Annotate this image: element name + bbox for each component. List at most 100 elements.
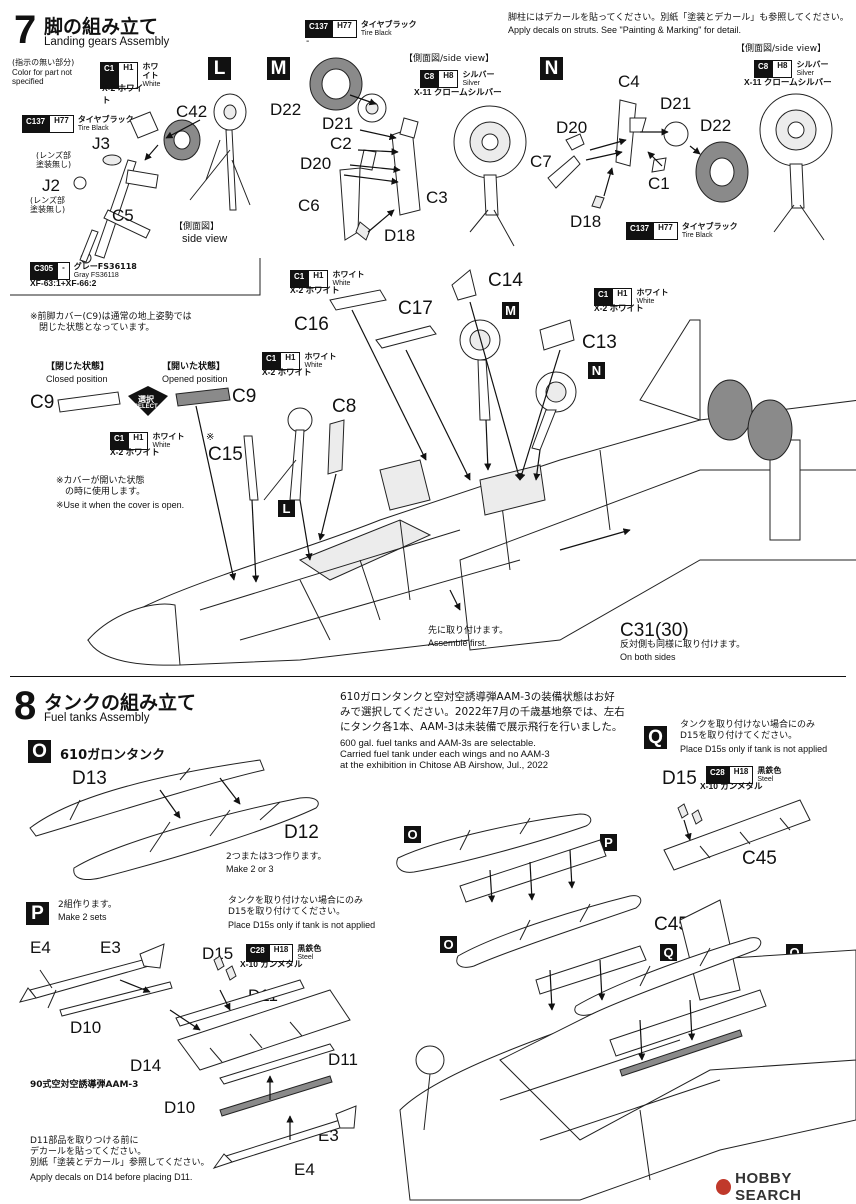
- p-make-en: Make 2 sets: [58, 912, 107, 922]
- both-sides-jp: 反対側も同様に取り付けます。: [620, 640, 746, 650]
- side-view-label-n: 【側面図/side view】: [736, 44, 827, 54]
- label-m-d18: D18: [384, 226, 416, 245]
- main-gear-n-side-view: [759, 93, 833, 241]
- opened-en: Opened position: [162, 374, 228, 384]
- tank-3: [574, 937, 762, 1016]
- section-m-badge: M: [267, 57, 290, 80]
- aam-title: 90式空対空誘導弾AAM-3: [30, 1080, 139, 1090]
- select-en: SELECT: [134, 404, 158, 410]
- p-note-jp: タンクを取り付けない場合にのみ D15を取り付けてください。: [228, 896, 364, 917]
- label-q-c45: C45: [742, 848, 777, 869]
- tire-black-dash: -: [306, 36, 310, 47]
- nose-gear-side-view: [189, 93, 251, 211]
- main-o-badge-1: O: [404, 826, 421, 843]
- step7-decal-note-jp: 脚柱にはデカールを貼ってください。別紙「塗装とデカール」も参照してください。: [508, 13, 849, 23]
- label-d10-b: D10: [164, 1098, 196, 1117]
- watermark-icon: [716, 1179, 732, 1195]
- label-c15: C15: [208, 444, 243, 465]
- watermark-text: HOBBY SEARCH: [735, 1170, 802, 1204]
- label-c9-open: C9: [232, 386, 257, 407]
- label-n-d21: D21: [660, 94, 692, 113]
- c15-note-en: ※Use it when the cover is open.: [56, 500, 185, 510]
- cover-c9-closed: [57, 391, 121, 413]
- step8-desc-en: 600 gal. fuel tanks and AAM-3s are selec…: [340, 738, 550, 771]
- decal-d14-jp: D11部品を取りつける前に デカールを貼ってください。 別紙「塗装とデカール」参…: [30, 1136, 210, 1168]
- tank-2: [456, 895, 642, 968]
- cover-c9-opened: [175, 387, 231, 407]
- c15-note-jp: ※カバーが開いた状態 の時に使用します。: [56, 476, 146, 497]
- main-gear-n: [547, 99, 749, 209]
- label-e3: E3: [100, 938, 121, 957]
- colorbox-en2: specified: [12, 77, 44, 86]
- label-j3: J3: [92, 134, 110, 153]
- label-c14: C14: [488, 270, 523, 291]
- label-n-c7: C7: [530, 152, 552, 171]
- section-divider: [10, 676, 846, 677]
- closed-jp: 【閉じた状態】: [46, 362, 110, 372]
- white-xcode-c9open: X-2 ホワイト: [262, 367, 312, 377]
- cover-note: ※前脚カバー(C9)は通常の地上姿勢では 閉じた状態となっています。: [30, 312, 192, 333]
- section-p-badge: P: [26, 902, 49, 925]
- p-make-jp: 2組作ります。: [58, 900, 117, 910]
- unspecified-color-box: (指示の無い部分) Color for part not specified C…: [12, 58, 160, 105]
- assemble-first-en: Assemble first.: [428, 638, 488, 648]
- decal-d14-en: Apply decals on D14 before placing D11.: [30, 1172, 193, 1182]
- step7-title-jp: 脚の組み立て: [44, 16, 159, 38]
- label-d14: D14: [130, 1056, 162, 1075]
- step7-decal-note-en: Apply decals on struts. See "Painting & …: [508, 25, 742, 35]
- q-note-jp: タンクを取り付けない場合にのみ D15を取り付けてください。: [680, 720, 816, 741]
- side-view-l-jp: 【側面図】: [174, 222, 220, 232]
- main-q-badge: Q: [660, 944, 677, 961]
- wheel-c42: [163, 119, 201, 161]
- lens-note-j2: (レンズ部 塗装無し): [30, 196, 66, 214]
- cover-c16: [329, 289, 387, 311]
- closed-en: Closed position: [46, 374, 108, 384]
- installed-l-badge: L: [278, 500, 295, 517]
- pylon-q-drawing: [663, 799, 811, 871]
- step8-number: 8: [14, 684, 37, 728]
- label-c16: C16: [294, 314, 329, 335]
- select-badge: [128, 386, 168, 416]
- cover-c8: [327, 419, 345, 475]
- section-q-badge: Q: [644, 726, 667, 749]
- steel-xcode-p: X-10 ガンメタル: [240, 959, 303, 969]
- cover-c13: [539, 319, 575, 351]
- section-l-badge: L: [208, 57, 231, 80]
- label-d12: D12: [284, 822, 319, 843]
- label-c5: C5: [112, 206, 134, 225]
- silver-xcode-n: X-11 クロームシルバー: [744, 77, 832, 87]
- label-c42: C42: [176, 102, 208, 121]
- o-make-jp: 2つまたは3つ作ります。: [226, 852, 327, 862]
- label-m-c3: C3: [426, 188, 448, 207]
- main-o-badge-2: O: [440, 936, 457, 953]
- label-d15-p: D15: [202, 944, 234, 963]
- side-view-l-en: side view: [182, 233, 228, 245]
- aircraft-forward-fuselage: [57, 269, 856, 666]
- white-xcode-c9closed: X-2 ホワイト: [110, 447, 160, 457]
- label-d11-b: D11: [328, 1050, 358, 1069]
- label-m-c6: C6: [298, 196, 320, 215]
- white-xcode-c13: X-2 ホワイト: [594, 303, 644, 313]
- step8-desc-jp: 610ガロンタンクと空対空誘導弾AAM-3の装備状態はお好 みで選択してください…: [340, 691, 625, 733]
- colorbox-en1: Color for part not: [12, 68, 73, 77]
- label-m-c2: C2: [330, 134, 352, 153]
- step7-title-en: Landing gears Assembly: [44, 36, 170, 48]
- q-note-en: Place D15s only if tank is not applied: [680, 744, 828, 754]
- label-j2: J2: [42, 176, 60, 195]
- label-m-d21: D21: [322, 114, 354, 133]
- o-title: 610ガロンタンク: [60, 748, 166, 763]
- nose-gear-c5: [79, 111, 159, 264]
- step8-title-jp: タンクの組み立て: [44, 692, 197, 714]
- section-n-badge: N: [540, 57, 563, 80]
- silver-xcode-m: X-11 クロームシルバー: [414, 87, 502, 97]
- label-n-c1: C1: [648, 174, 670, 193]
- rod-c15: [243, 435, 259, 501]
